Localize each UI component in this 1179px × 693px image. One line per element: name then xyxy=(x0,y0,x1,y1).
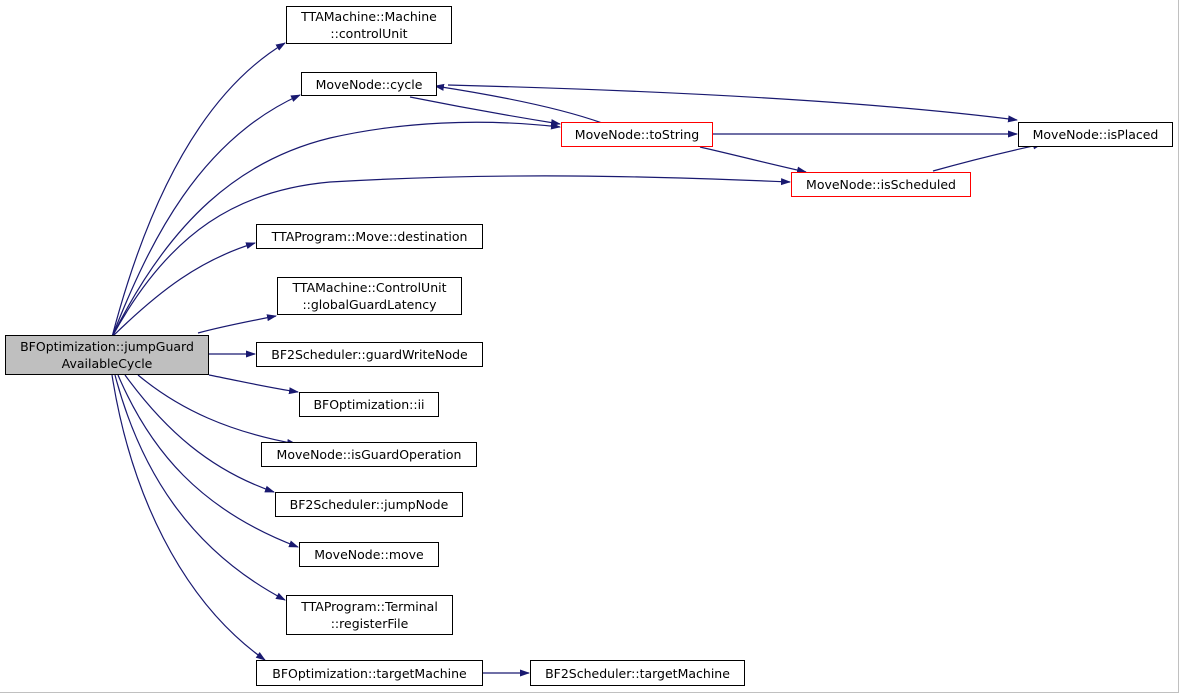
node-jump-node[interactable]: BF2Scheduler::jumpNode xyxy=(275,492,463,517)
node-destination-label: TTAProgram::Move::destination xyxy=(271,229,468,244)
node-to-string-label: MoveNode::toString xyxy=(574,127,700,142)
edge-cycle-to-string xyxy=(409,96,561,127)
node-register-file[interactable]: TTAProgram::Terminal ::registerFile xyxy=(286,595,453,635)
node-ii[interactable]: BFOptimization::ii xyxy=(299,392,439,417)
edge-root-is-scheduled xyxy=(111,175,791,338)
node-control-unit-line1: TTAMachine::Machine xyxy=(301,9,437,24)
node-bfo-target-machine[interactable]: BFOptimization::targetMachine xyxy=(256,660,483,686)
node-global-guard-latency-line2: ::globalGuardLatency xyxy=(302,297,437,312)
edge-root-bfo-target-machine xyxy=(111,374,266,661)
node-bfo-target-machine-label: BFOptimization::targetMachine xyxy=(272,665,467,681)
edge-root-destination xyxy=(111,242,256,338)
edge-to-string-cycle xyxy=(434,83,603,124)
node-is-placed[interactable]: MoveNode::isPlaced xyxy=(1018,122,1173,147)
edge-root-jump-node xyxy=(124,374,275,493)
node-register-file-line2: ::registerFile xyxy=(330,616,409,631)
node-bf2-target-machine-label: BF2Scheduler::targetMachine xyxy=(545,665,730,681)
node-root-line1: BFOptimization::jumpGuard xyxy=(20,339,194,354)
node-jump-node-label: BF2Scheduler::jumpNode xyxy=(289,497,449,512)
node-is-guard-operation[interactable]: MoveNode::isGuardOperation xyxy=(261,442,477,467)
node-global-guard-latency[interactable]: TTAMachine::ControlUnit ::globalGuardLat… xyxy=(277,277,462,315)
edge-root-move xyxy=(117,374,299,548)
edge-root-is-guard-operation xyxy=(137,374,297,446)
node-guard-write-node[interactable]: BF2Scheduler::guardWriteNode xyxy=(256,342,483,367)
edge-to-string-is-scheduled xyxy=(699,146,807,174)
edge-root-control-unit xyxy=(111,42,286,338)
edge-root-global-guard-latency xyxy=(197,314,277,334)
node-root-line2: AvailableCycle xyxy=(61,356,153,371)
node-cycle-label: MoveNode::cycle xyxy=(315,76,423,92)
node-root-jump-guard-available-cycle[interactable]: BFOptimization::jumpGuard AvailableCycle xyxy=(5,335,209,375)
edge-cycle-is-placed xyxy=(447,84,1018,123)
node-is-scheduled[interactable]: MoveNode::isScheduled xyxy=(791,172,971,197)
node-move-label: MoveNode::move xyxy=(314,547,424,562)
node-is-guard-operation-label: MoveNode::isGuardOperation xyxy=(276,447,462,462)
node-is-scheduled-label: MoveNode::isScheduled xyxy=(806,177,956,192)
node-register-file-line1: TTAProgram::Terminal xyxy=(301,599,438,614)
node-ii-label: BFOptimization::ii xyxy=(313,397,425,412)
node-cycle[interactable]: MoveNode::cycle xyxy=(301,72,437,96)
edge-is-scheduled-is-placed xyxy=(932,142,1043,172)
node-move[interactable]: MoveNode::move xyxy=(299,542,439,567)
node-is-placed-label: MoveNode::isPlaced xyxy=(1032,127,1159,142)
node-control-unit[interactable]: TTAMachine::Machine ::controlUnit xyxy=(286,6,452,44)
edge-root-ii xyxy=(208,374,299,395)
node-guard-write-node-label: BF2Scheduler::guardWriteNode xyxy=(271,347,468,362)
node-global-guard-latency-line1: TTAMachine::ControlUnit xyxy=(292,280,447,295)
node-destination[interactable]: TTAProgram::Move::destination xyxy=(256,224,483,249)
edge-root-to-string xyxy=(111,121,561,338)
node-control-unit-line2: ::controlUnit xyxy=(330,26,408,41)
node-bf2-target-machine[interactable]: BF2Scheduler::targetMachine xyxy=(530,660,745,686)
edge-root-register-file xyxy=(114,374,286,601)
node-to-string[interactable]: MoveNode::toString xyxy=(561,122,713,147)
edge-root-cycle xyxy=(111,94,301,338)
